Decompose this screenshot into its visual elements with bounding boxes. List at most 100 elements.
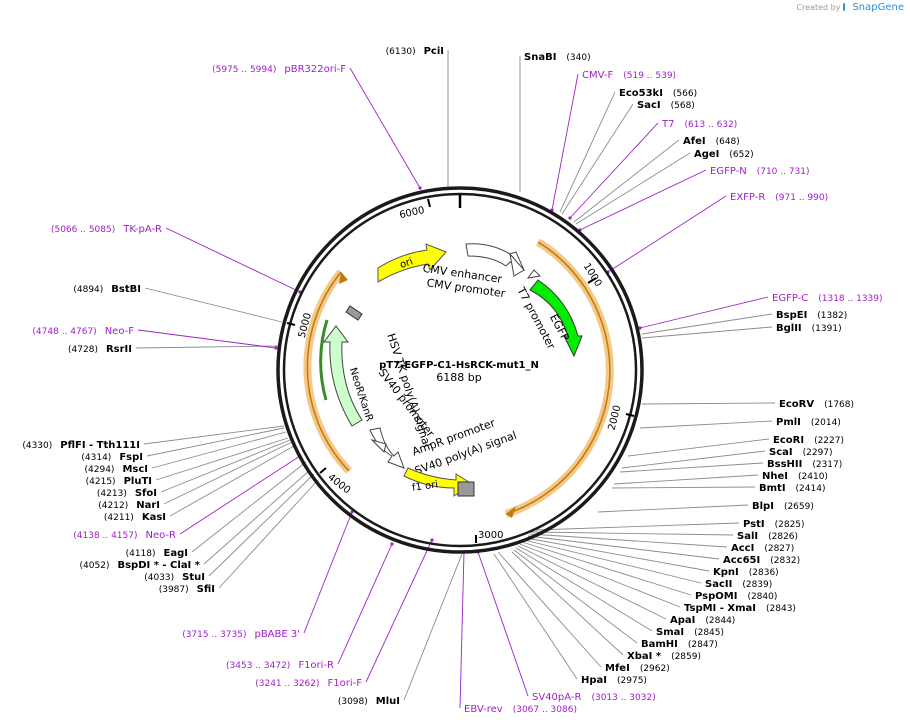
site-position: (3241 .. 3262)	[255, 679, 319, 689]
enzyme-label-nari[interactable]: (4212)NarI	[98, 500, 160, 511]
enzyme-label-saci[interactable]: SacI(568)	[637, 100, 695, 111]
site-position: (519 .. 539)	[623, 71, 676, 81]
enzyme-label-pcii[interactable]: (6130)PciI	[386, 46, 444, 57]
site-name: EBV-rev	[464, 704, 503, 715]
enzyme-label-acc65i[interactable]: Acc65I(2832)	[723, 555, 800, 566]
enzyme-label-mfei[interactable]: MfeI(2962)	[605, 663, 670, 674]
enzyme-label-ecorv[interactable]: EcoRV(1768)	[779, 399, 854, 410]
primer-site-marker-t7	[568, 216, 572, 220]
leader-eagi	[191, 461, 307, 553]
leader-pbr322ori-f	[349, 67, 421, 189]
leader-msci	[151, 431, 287, 469]
enzyme-label-pmli[interactable]: PmlI(2014)	[776, 417, 841, 428]
primer-label-f1ori-r[interactable]: (3453 .. 3472)F1ori-R	[226, 660, 334, 671]
enzyme-label-stui[interactable]: (4033)StuI	[144, 572, 205, 583]
enzyme-label-tspmi-xmai[interactable]: TspMI - XmaI(2843)	[684, 603, 796, 614]
enzyme-label-bspdi-clai[interactable]: (4052)BspDI * - ClaI *	[80, 560, 201, 571]
enzyme-label-smai[interactable]: SmaI(2845)	[656, 627, 724, 638]
leader-mfei	[497, 551, 602, 668]
enzyme-label-pluti[interactable]: (4215)PluTI	[86, 476, 152, 487]
enzyme-label-apai[interactable]: ApaI(2844)	[670, 615, 735, 626]
enzyme-label-bspei[interactable]: BspEI(1382)	[776, 310, 847, 321]
enzyme-label-agei[interactable]: AgeI(652)	[694, 149, 754, 160]
enzyme-label-eco53ki[interactable]: Eco53kI(566)	[619, 88, 697, 99]
primer-label-egfp-c[interactable]: EGFP-C(1318 .. 1339)	[772, 293, 883, 304]
enzyme-label-afei[interactable]: AfeI(648)	[683, 136, 740, 147]
primer-label-neo-r[interactable]: (4138 .. 4157)Neo-R	[73, 530, 176, 541]
site-labels: (6130)PciI SnaBI(340) CMV-F(519 .. 539) Eco…	[22, 46, 882, 715]
primer-label-tk-pa-r[interactable]: (5066 .. 5085)TK-pA-R	[51, 224, 162, 235]
enzyme-label-acci[interactable]: AccI(2827)	[731, 543, 794, 554]
site-name: FspI	[119, 452, 143, 463]
primer-label-t7[interactable]: T7(613 .. 632)	[661, 119, 737, 130]
enzyme-label-pspomi[interactable]: PspOMI(2840)	[695, 591, 777, 602]
site-position: (4314)	[81, 453, 111, 463]
primer-label-exfp-r[interactable]: EXFP-R(971 .. 990)	[730, 192, 828, 203]
enzyme-label-eagi[interactable]: (4118)EagI	[126, 548, 188, 559]
leader-bspdi-clai	[203, 469, 311, 565]
leader-acci	[529, 533, 728, 548]
enzyme-label-fspi[interactable]: (4314) FspI	[81, 452, 143, 463]
primer-label-cmv-f[interactable]: CMV-F(519 .. 539)	[582, 70, 676, 81]
enzyme-label-blpi[interactable]: BlpI(2659)	[752, 501, 814, 512]
primer-label-pbr322ori-f[interactable]: (5975 .. 5994)pBR322ori-F	[212, 64, 346, 75]
site-position: (710 .. 731)	[757, 167, 810, 177]
site-name: ApaI	[670, 615, 695, 626]
enzyme-label-nhei[interactable]: NheI(2410)	[762, 471, 828, 482]
leader-agei	[575, 152, 691, 225]
leader-exfp-r	[607, 195, 727, 273]
enzyme-label-mlui[interactable]: (3098)MluI	[338, 696, 400, 707]
primer-label-neo-f[interactable]: (4748 .. 4767)Neo-F	[32, 326, 134, 337]
enzyme-label-psti[interactable]: PstI(2825)	[743, 519, 805, 530]
site-position: (340)	[566, 53, 590, 63]
enzyme-label-bglii[interactable]: BglII(1391)	[776, 323, 842, 334]
leader-blpi	[597, 504, 749, 513]
enzyme-label-snabi[interactable]: SnaBI(340)	[524, 52, 591, 63]
site-name: EGFP-N	[710, 166, 747, 177]
primer-label-ebv-rev[interactable]: EBV-rev(3067 .. 3086)	[464, 704, 577, 715]
tick-2000-mark	[625, 413, 635, 417]
enzyme-label-sfoi[interactable]: (4213)SfoI	[97, 488, 157, 499]
enzyme-label-bamhi[interactable]: BamHI(2847)	[641, 639, 718, 650]
leader-bglii	[641, 326, 773, 339]
site-name: BspDI * - ClaI *	[117, 560, 200, 571]
enzyme-label-bsshii[interactable]: BssHII(2317)	[767, 459, 842, 470]
site-position: (566)	[673, 89, 697, 99]
primer-label-f1ori-f[interactable]: (3241 .. 3262) F1ori-F	[255, 678, 362, 689]
enzyme-label-sali[interactable]: SalI(2826)	[737, 531, 798, 542]
primer-label-sv40pa-r[interactable]: SV40pA-R(3013 .. 3032)	[532, 692, 656, 703]
leader-psti	[535, 522, 740, 531]
site-position: (4894)	[73, 285, 103, 295]
enzyme-label-kpni[interactable]: KpnI(2836)	[713, 567, 779, 578]
enzyme-label-sfii[interactable]: (3987)SfiI	[159, 584, 215, 595]
leader-t7	[569, 122, 659, 219]
enzyme-label-ecori[interactable]: EcoRI(2227)	[773, 435, 844, 446]
site-name: AccI	[731, 543, 754, 554]
enzyme-label-bmti[interactable]: BmtI(2414)	[759, 483, 825, 494]
site-position: (1318 .. 1339)	[818, 294, 882, 304]
enzyme-label-hpai[interactable]: HpaI(2975)	[581, 675, 647, 686]
site-name: F1ori-F	[328, 678, 363, 689]
primer-label-pbabe-3[interactable]: (3715 .. 3735)pBABE 3'	[182, 629, 300, 640]
enzyme-label-sacii[interactable]: SacII(2839)	[705, 579, 772, 590]
site-name: SalI	[737, 531, 758, 542]
primer-site-marker-f1ori-r	[390, 542, 394, 546]
tick-3000-label: 3000	[478, 530, 503, 541]
enzyme-label-bstbi[interactable]: (4894)BstBI	[73, 284, 141, 295]
enzyme-label-msci[interactable]: (4294)MscI	[85, 464, 149, 475]
site-name: SmaI	[656, 627, 684, 638]
enzyme-label-rsrii[interactable]: (4728)RsrII	[68, 344, 132, 355]
enzyme-label-kasi[interactable]: (4211)KasI	[104, 512, 166, 523]
enzyme-label-scai[interactable]: ScaI(2297)	[769, 447, 833, 458]
tick-6000-mark	[427, 198, 431, 208]
leader-egfp-c	[639, 296, 769, 329]
enzyme-label-xbai[interactable]: XbaI *(2859)	[627, 651, 701, 662]
site-name: SV40pA-R	[532, 692, 581, 703]
leader-f1ori-f	[365, 539, 433, 683]
site-position: (4215)	[86, 477, 116, 487]
enzyme-label-pflfi-tth111i[interactable]: (4330)PflFI - Tth111I	[22, 440, 140, 451]
leader-scai	[621, 450, 766, 469]
site-name: SfiI	[197, 584, 215, 595]
primer-label-egfp-n[interactable]: EGFP-N (710 .. 731)	[710, 166, 810, 177]
leader-neo-r	[179, 455, 301, 535]
